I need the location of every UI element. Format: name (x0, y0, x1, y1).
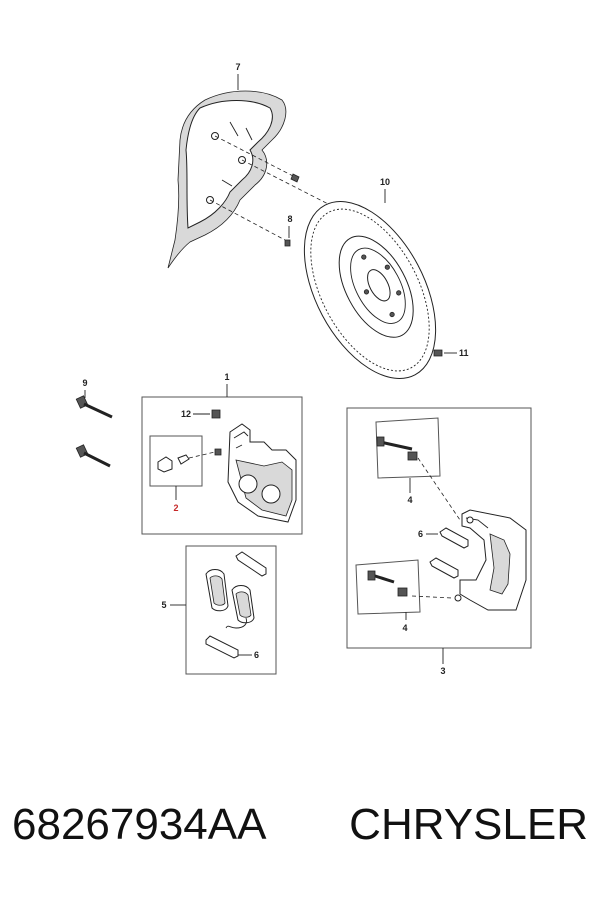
brake-rotor (303, 201, 437, 379)
caliper-bracket (454, 509, 527, 611)
callout-10: 10 (380, 177, 390, 187)
shield-bolt (284, 239, 291, 247)
brake-exploded-diagram: 7 8 10 11 9 1 (75, 62, 532, 676)
callout-4b: 4 (402, 623, 407, 633)
brake-pad-box (185, 545, 277, 675)
rotor-screw (433, 349, 443, 357)
pad-clip-bottom (205, 635, 239, 659)
callout-4a: 4 (407, 495, 412, 505)
bleeder-screw (211, 409, 221, 419)
brake-caliper (227, 423, 297, 523)
caliper-bracket-box (346, 407, 532, 649)
guide-pin-boot (157, 454, 190, 473)
bracket-clip-top (439, 527, 469, 549)
footer: 68267934AA CHRYSLER (0, 800, 600, 870)
callout-3: 3 (440, 666, 445, 676)
callout-5: 5 (161, 600, 166, 610)
caliper-bolt (75, 395, 113, 468)
callout-6b: 6 (254, 650, 259, 660)
callout-11: 11 (459, 348, 469, 358)
callout-1: 1 (224, 372, 229, 382)
bracket-bolt-bottom (367, 570, 408, 597)
bracket-bolt-box-bottom (355, 559, 421, 615)
caliper-box (141, 396, 303, 535)
part-number: 68267934AA (12, 800, 267, 849)
bracket-bolt-box-top (375, 417, 441, 479)
pad-clip-top (235, 551, 267, 577)
dust-shield (167, 90, 287, 269)
guide-pin-box (149, 435, 203, 487)
callout-6a: 6 (418, 529, 423, 539)
callout-8: 8 (287, 214, 292, 224)
callout-7: 7 (235, 62, 240, 72)
callout-12: 12 (181, 409, 191, 419)
callout-2: 2 (173, 503, 178, 513)
bracket-bolt-top (376, 436, 418, 461)
bracket-clip-bottom (429, 557, 459, 579)
brand-name: CHRYSLER (349, 800, 588, 849)
callout-9: 9 (82, 378, 87, 388)
brake-pads (205, 569, 255, 629)
